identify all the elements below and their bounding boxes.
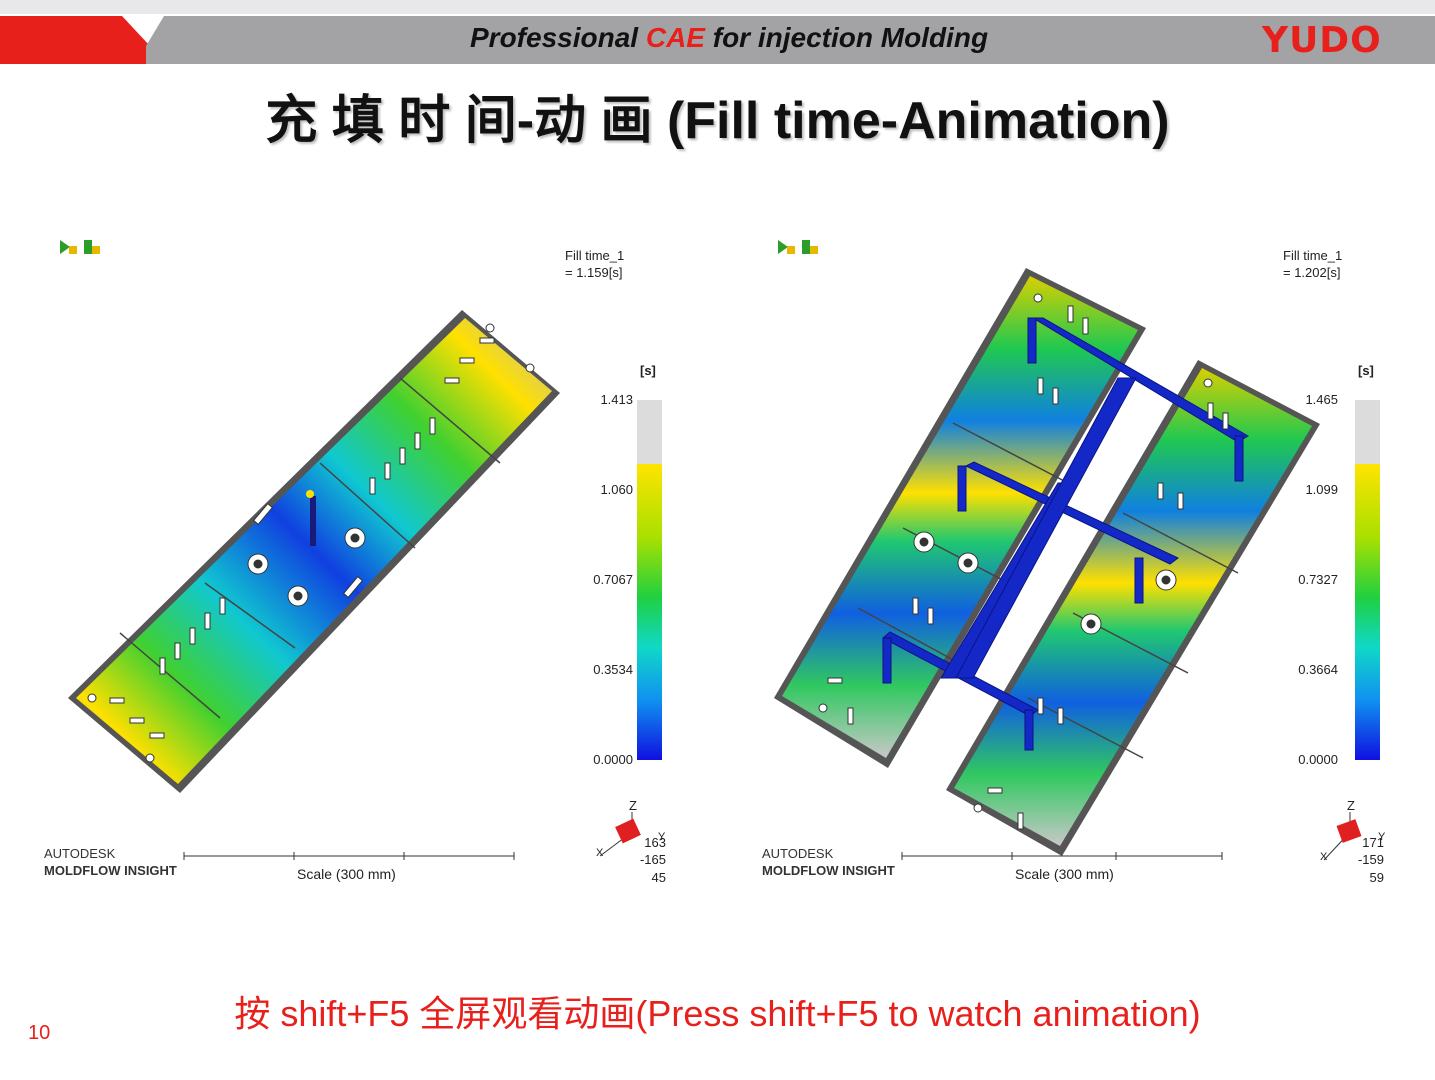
colorbar bbox=[1355, 464, 1380, 760]
triad-z-label: Z bbox=[629, 798, 637, 813]
colorbar-tick: 0.0000 bbox=[1298, 752, 1338, 767]
colorbar-tick: 0.3664 bbox=[1298, 662, 1338, 677]
colorbar-tick: 1.060 bbox=[600, 482, 633, 497]
triad-cube bbox=[615, 818, 641, 844]
triad-value: 163 bbox=[644, 835, 666, 850]
scale-label: Scale (300 mm) bbox=[1015, 866, 1114, 882]
triad-value: 45 bbox=[651, 870, 666, 885]
colorbar-tick: 0.3534 bbox=[593, 662, 633, 677]
top-stripe bbox=[0, 0, 1435, 14]
yudo-logo: YUDO bbox=[1262, 20, 1382, 61]
right-mold-plot: Z X Y bbox=[774, 240, 1386, 863]
lock-icon bbox=[787, 246, 795, 254]
colorbar-unit: [s] bbox=[1358, 363, 1374, 378]
divider bbox=[399, 377, 501, 464]
colorbar bbox=[637, 464, 662, 760]
triad-value: -165 bbox=[639, 852, 666, 867]
colorbar-tick: 1.413 bbox=[600, 392, 633, 407]
runner-system bbox=[882, 317, 1249, 751]
slide-title: 充 填 时 间-动 画 (Fill time-Animation) bbox=[265, 92, 1170, 150]
layer-icon bbox=[802, 240, 810, 254]
triad-value: 59 bbox=[1369, 870, 1384, 885]
fill-time-label: Fill time_1= 1.159[s] bbox=[565, 248, 625, 280]
scale-label: Scale (300 mm) bbox=[297, 866, 396, 882]
play-icon bbox=[60, 240, 70, 254]
plate-2-fill-contour bbox=[954, 368, 1312, 846]
triad-x-label: X bbox=[596, 847, 604, 859]
banner-cae: CAE bbox=[645, 22, 705, 53]
colorbar-tick: 0.7067 bbox=[593, 572, 633, 587]
left-mold-plot: Z X Y bbox=[60, 240, 666, 860]
gate-runner bbox=[310, 496, 316, 546]
divider bbox=[204, 582, 296, 649]
colorbar-unit: [s] bbox=[640, 363, 656, 378]
divider bbox=[319, 462, 416, 549]
lock-icon bbox=[69, 246, 77, 254]
triad-y-label: Y bbox=[658, 831, 666, 843]
triad-cube bbox=[1336, 819, 1362, 843]
divider bbox=[119, 632, 221, 719]
fill-time-label: Fill time_1= 1.202[s] bbox=[1283, 248, 1343, 280]
banner-text: Professional CAE for injection Molding bbox=[470, 22, 989, 53]
colorbar-tick: 0.7327 bbox=[1298, 572, 1338, 587]
layer-icon bbox=[84, 240, 92, 254]
colorbar-tick: 0.0000 bbox=[593, 752, 633, 767]
plate-holes bbox=[818, 293, 1229, 830]
lock-icon-2 bbox=[92, 246, 100, 254]
lock-icon-2 bbox=[810, 246, 818, 254]
play-icon bbox=[778, 240, 788, 254]
page-number: 10 bbox=[28, 1022, 51, 1044]
banner-red-block bbox=[0, 16, 150, 64]
gate-point bbox=[306, 490, 314, 498]
footer-instruction: 按 shift+F5 全屏观看动画(Press shift+F5 to watc… bbox=[234, 993, 1201, 1034]
plate-fill-contour bbox=[76, 318, 552, 784]
banner-grey-bar bbox=[146, 16, 1435, 64]
colorbar-tick: 1.465 bbox=[1305, 392, 1338, 407]
triad-x-label: X bbox=[1320, 851, 1328, 863]
colorbar-unfilled bbox=[637, 400, 662, 464]
right-result-panel: Z X Y Fill time_1= 1.202[s] [s] 1.465 1.… bbox=[738, 228, 1428, 898]
plate-1-fill-contour bbox=[782, 276, 1138, 758]
plate-holes bbox=[87, 323, 535, 763]
left-result-panel: Z X Y Fill time_1= 1.159[s] [s] 1.413 1.… bbox=[20, 228, 710, 898]
triad-z-label: Z bbox=[1347, 798, 1355, 813]
triad-y-label: Y bbox=[1378, 831, 1386, 843]
triad-value: -159 bbox=[1357, 852, 1384, 867]
triad-value: 171 bbox=[1362, 835, 1384, 850]
colorbar-unfilled bbox=[1355, 400, 1380, 464]
colorbar-tick: 1.099 bbox=[1305, 482, 1338, 497]
